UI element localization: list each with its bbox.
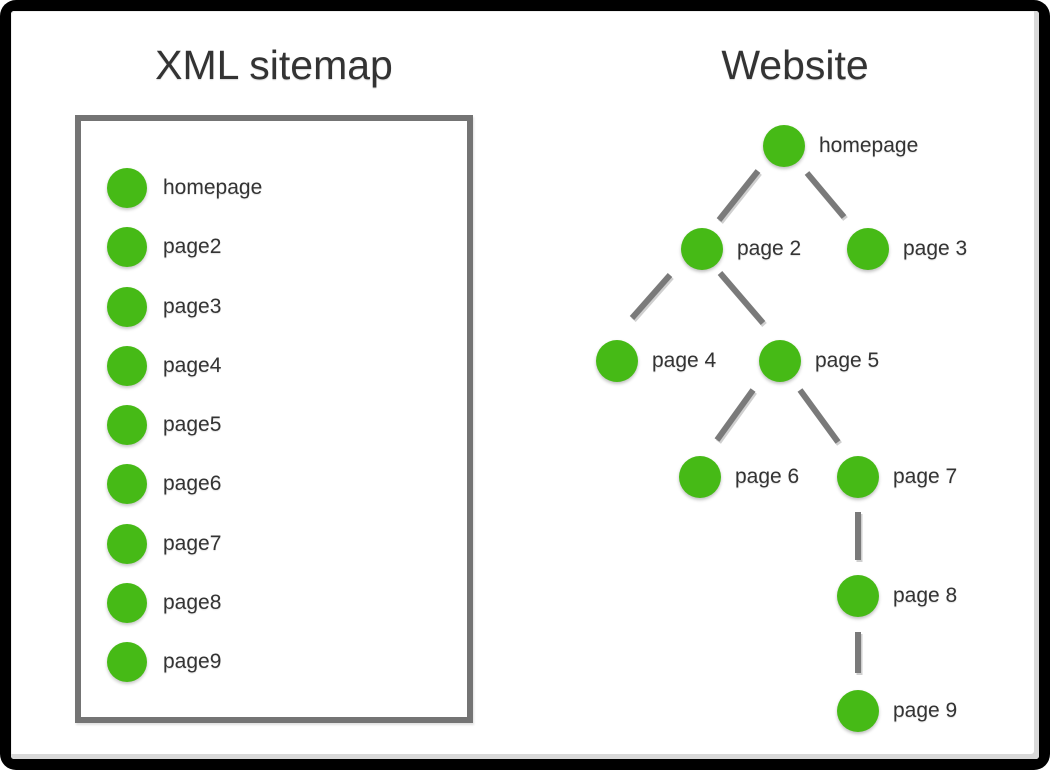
page-dot-icon [107, 286, 147, 327]
tree-edge-page5-page7 [797, 388, 841, 444]
tree-node-label-page9: page 9 [893, 699, 958, 722]
sitemap-list-item: page2 [107, 227, 222, 268]
sitemap-list-item: page3 [107, 286, 222, 327]
sitemap-item-label: page7 [163, 531, 222, 555]
page-dot-icon [107, 523, 147, 564]
tree-node-page8 [837, 575, 879, 617]
tree-node-page7 [837, 456, 879, 498]
tree-node-label-page7: page 7 [893, 465, 958, 488]
right-panel-title: Website [721, 42, 869, 88]
tree-node-page9 [837, 690, 879, 732]
sitemap-list-item: page9 [107, 642, 221, 682]
sitemap-item-label: homepage [163, 176, 263, 199]
sitemap-item-label: page3 [163, 294, 222, 318]
tree-node-page3 [847, 228, 889, 270]
tree-edge-page5-page6 [714, 388, 756, 442]
tree-node-label-page5: page 5 [815, 349, 880, 372]
sitemap-item-label: page2 [163, 235, 222, 259]
sitemap-item-label: page6 [163, 472, 222, 496]
tree-edge-page2-page5 [717, 271, 766, 325]
sitemap-item-label: page9 [163, 650, 222, 673]
tree-node-homepage [763, 125, 805, 167]
tree-node-label-page6: page 6 [735, 465, 800, 488]
sitemap-box [75, 115, 473, 723]
sitemap-list-item: page6 [107, 464, 222, 505]
sitemap-list-item: page8 [107, 582, 222, 623]
tree-node-label-page3: page 3 [903, 237, 968, 260]
tree-node-page5 [759, 340, 801, 382]
tree-edge-homepage-page3 [804, 171, 847, 219]
page-dot-icon [107, 168, 147, 208]
page-dot-icon [107, 227, 147, 268]
sitemap-list-item: page4 [107, 345, 222, 386]
sitemap-item-label: page5 [163, 413, 222, 436]
tree-node-page2 [681, 228, 723, 270]
tree-node-page4 [596, 340, 638, 382]
sitemap-list-item: homepage [107, 168, 262, 208]
page-dot-icon [107, 582, 147, 623]
tree-node-label-page4: page 4 [652, 349, 717, 372]
page-dot-icon [107, 464, 147, 505]
page-dot-icon [107, 642, 147, 682]
tree-node-label-page2: page 2 [737, 237, 802, 260]
sitemap-list-item: page5 [107, 405, 221, 445]
tree-edge-page2-page4 [629, 273, 673, 320]
tree-edge-homepage-page2 [716, 169, 761, 222]
canvas-background [11, 11, 1039, 759]
page-dot-icon [107, 345, 147, 386]
sitemap-list-item: page7 [107, 523, 222, 564]
left-panel-title: XML sitemap [155, 42, 393, 88]
tree-node-page6 [679, 456, 721, 498]
sitemap-item-label: page8 [163, 590, 222, 614]
tree-node-label-homepage: homepage [819, 134, 919, 157]
sitemap-item-label: page4 [163, 353, 222, 377]
page-dot-icon [107, 405, 147, 445]
tree-node-label-page8: page 8 [893, 584, 958, 607]
